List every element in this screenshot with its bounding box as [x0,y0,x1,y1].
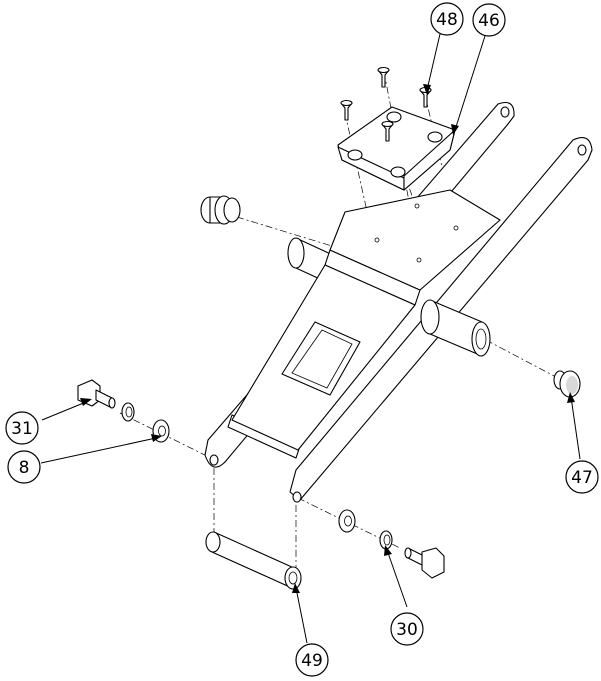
countersunk-screw [381,120,394,142]
callout-46: 46 [472,3,506,37]
callout-label: 8 [19,458,30,478]
countersunk-screw [340,99,353,121]
callout-label: 48 [436,10,458,30]
end-cap-right [553,370,581,398]
spacer-tube-lower [205,531,302,590]
leader-lines [40,33,581,644]
pivot-tube-right [420,299,491,357]
callout-label: 49 [301,651,323,671]
callout-8: 8 [7,450,41,484]
callout-49: 49 [295,643,329,677]
flat-washer-right [338,509,356,533]
countersunk-screw [377,66,390,88]
callout-30: 30 [390,612,424,646]
lock-washer-left [121,402,135,422]
hex-bolt-right [404,547,445,579]
callout-48: 48 [430,2,464,36]
callout-label: 30 [396,620,418,640]
callout-label: 47 [571,468,593,488]
callout-31: 31 [5,411,39,445]
callout-label: 31 [11,419,33,439]
callout-47: 47 [565,460,599,494]
callout-label: 46 [478,11,500,31]
end-plug-left [200,195,241,225]
